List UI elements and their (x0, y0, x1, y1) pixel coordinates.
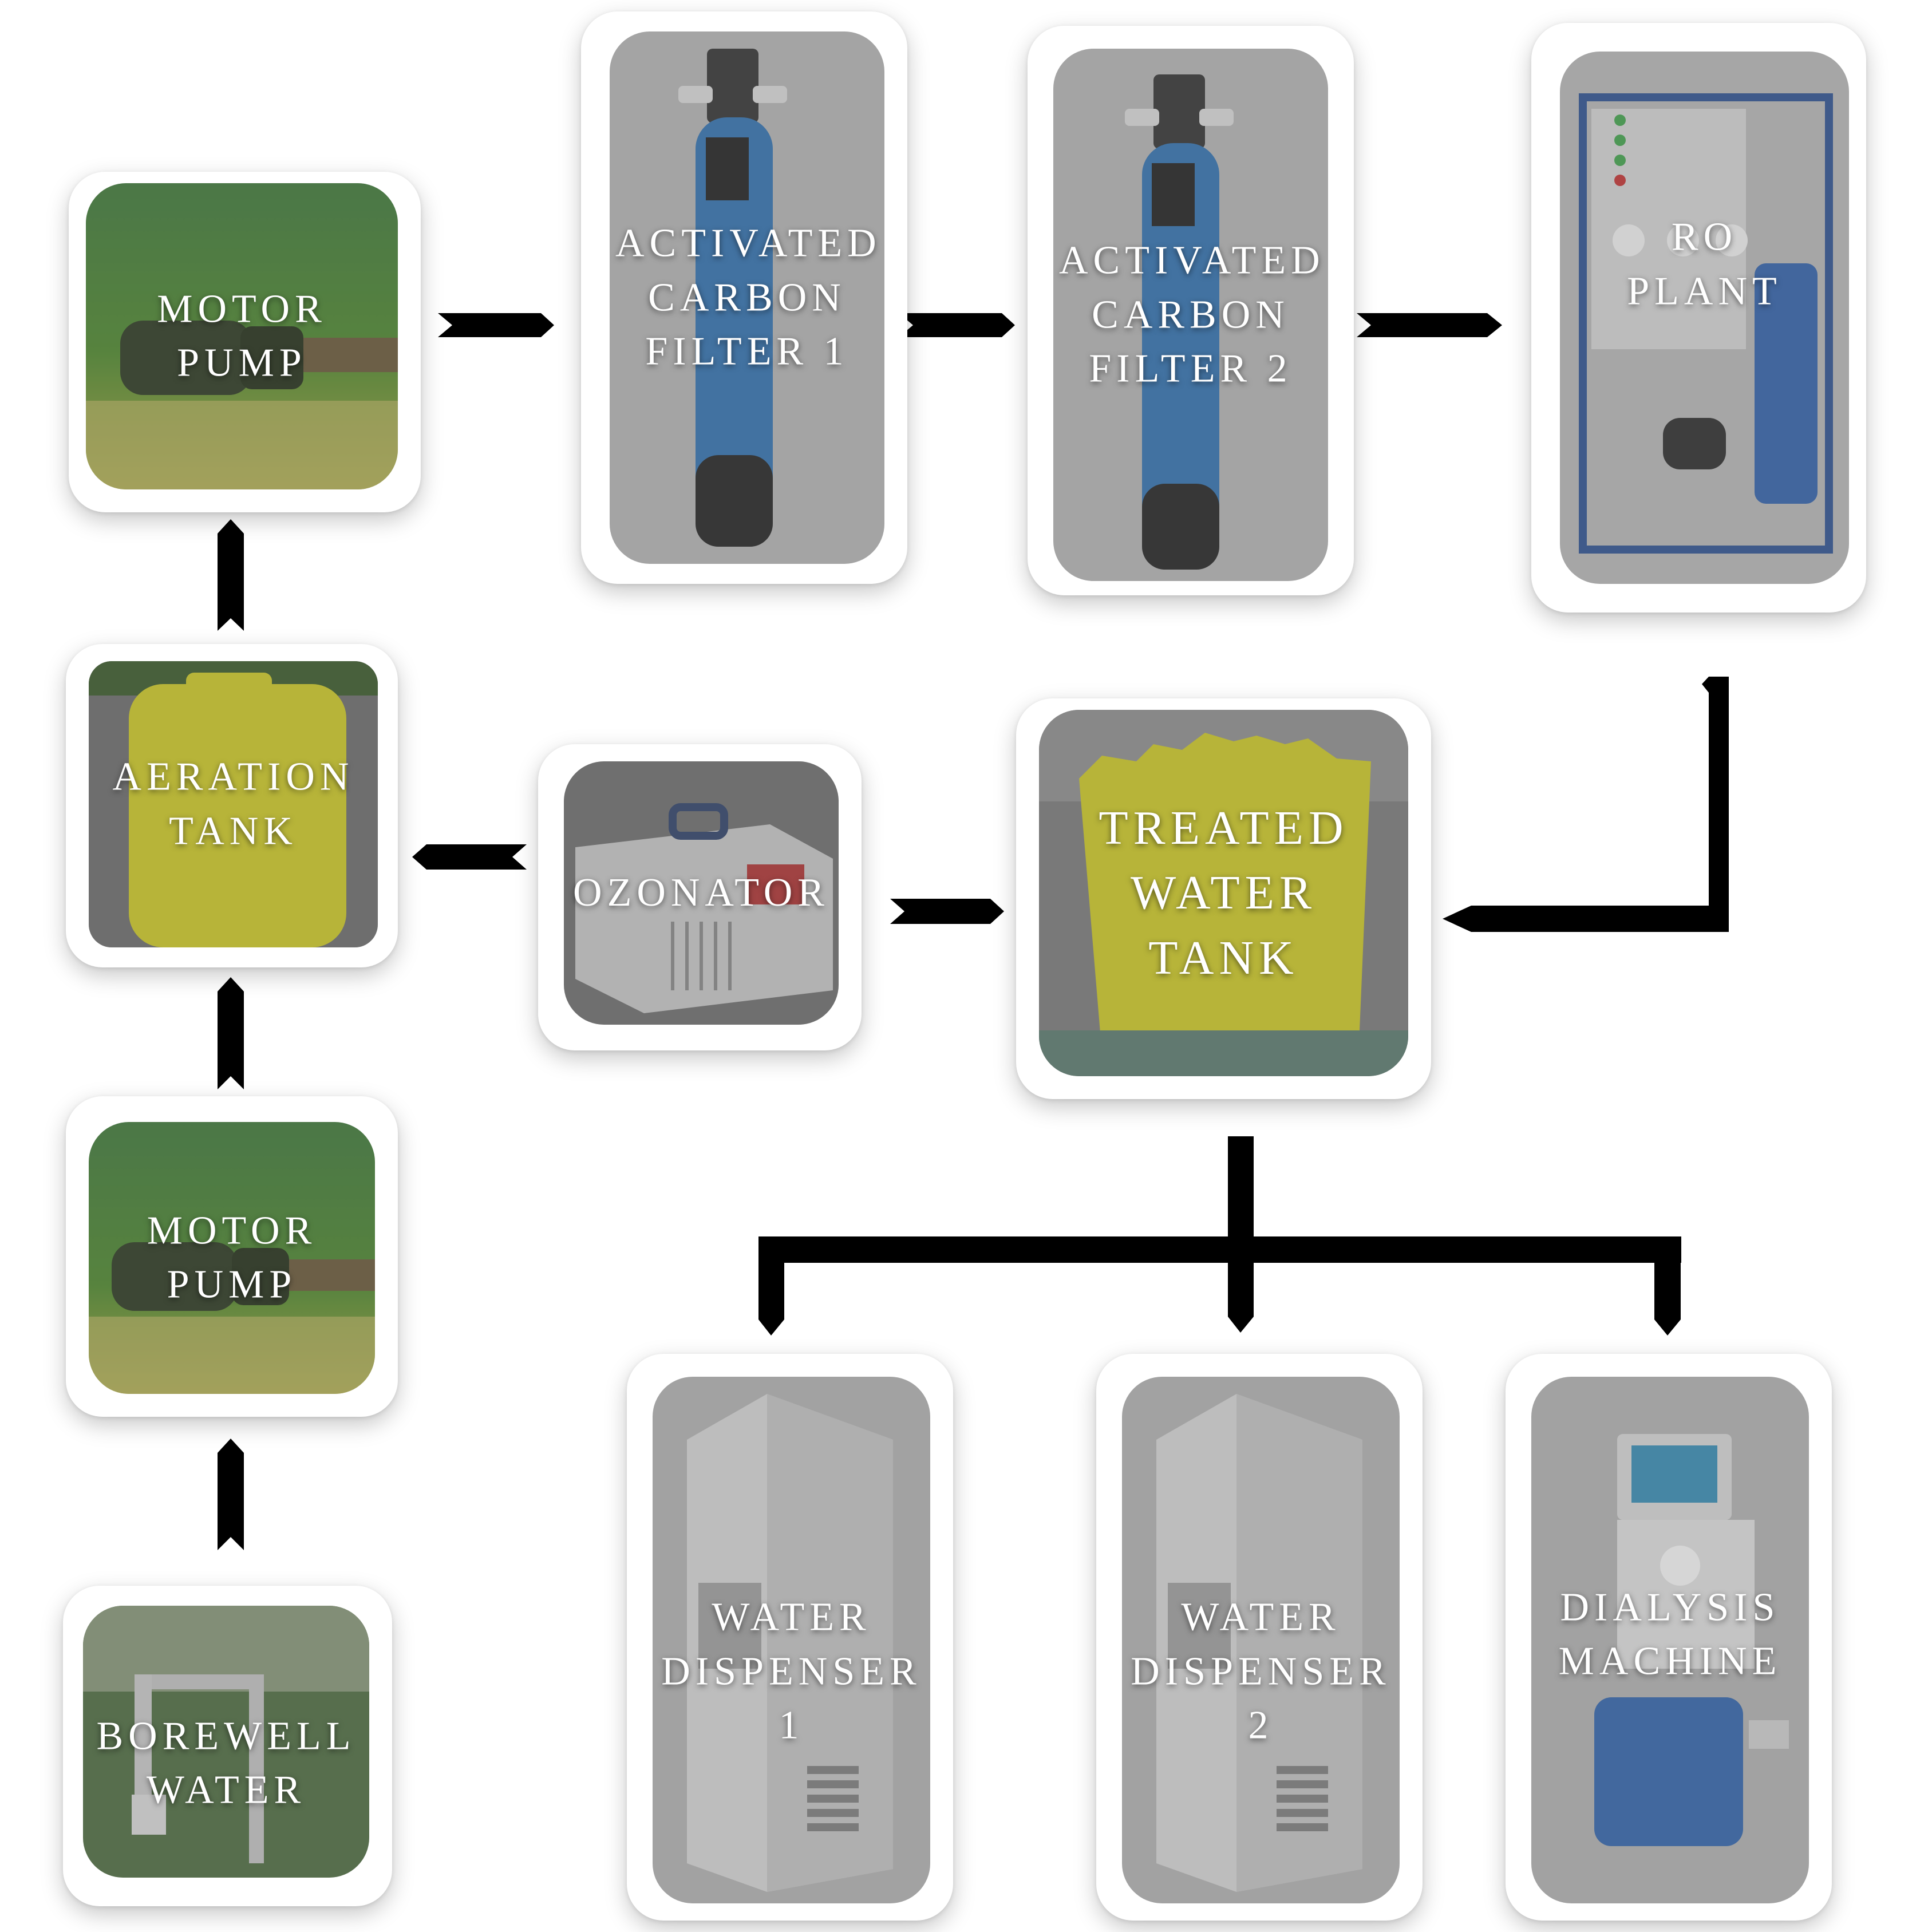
ro-plant-photo: RO PLANT (1560, 52, 1849, 584)
carbon-filter-1-photo: ACTIVATED CARBON FILTER 1 (610, 31, 884, 564)
carbon-filter-2-photo: ACTIVATED CARBON FILTER 2 (1053, 49, 1328, 581)
label-line: WATER (146, 1768, 306, 1812)
arrow-ozonator-to-tank (890, 899, 1004, 924)
arrow-filter1-to-filter2 (899, 313, 1015, 337)
label-line: MACHINE (1558, 1639, 1782, 1684)
ro-plant-label: RO PLANT (1560, 211, 1849, 319)
ro-plant-icon (1560, 52, 1849, 584)
label-line: MOTOR (157, 287, 327, 331)
arrow-pump-to-aeration (218, 977, 244, 1089)
label-line: AERATION (112, 754, 354, 799)
label-line: FILTER 2 (1089, 346, 1293, 391)
motor-pump-top-photo: MOTOR PUMP (86, 183, 398, 489)
carbon-filter-icon (1053, 49, 1328, 581)
motor-pump-icon (86, 183, 398, 489)
aeration-tank-photo: AERATION TANK (89, 661, 378, 947)
label-line: OZONATOR (573, 870, 829, 915)
ozonator-icon (564, 761, 839, 1025)
motor-pump-icon (89, 1122, 375, 1394)
water-dispenser-icon (1122, 1377, 1400, 1903)
label-line: DIALYSIS (1560, 1585, 1780, 1630)
water-dispenser-1-label: WATER DISPENSER 1 (653, 1590, 930, 1753)
label-line: ACTIVATED (1059, 238, 1325, 283)
label-line: ACTIVATED (615, 221, 882, 266)
label-line: PUMP (177, 341, 307, 385)
water-dispenser-icon (653, 1377, 930, 1903)
treated-water-tank-photo: TREATED WATER TANK (1039, 710, 1408, 1076)
dialysis-machine-icon (1531, 1377, 1809, 1903)
water-dispenser-2-label: WATER DISPENSER 2 (1122, 1590, 1400, 1753)
borewell-water-photo: BOREWELL WATER (83, 1606, 369, 1878)
arrow-filter2-to-ro (1357, 313, 1502, 337)
label-line: TANK (1148, 931, 1299, 985)
carbon-filter-2-label: ACTIVATED CARBON FILTER 2 (1053, 234, 1328, 396)
dialysis-machine-photo: DIALYSIS MACHINE (1531, 1377, 1809, 1903)
borewell-icon (83, 1606, 369, 1878)
motor-pump-top-label: MOTOR PUMP (86, 282, 398, 390)
arrow-ro-to-tank (1443, 677, 1729, 932)
water-tank-icon (89, 661, 378, 947)
label-line: DISPENSER (661, 1649, 922, 1693)
ozonator-label: OZONATOR (564, 866, 839, 920)
label-line: BOREWELL (96, 1714, 356, 1758)
arrow-tank-branch-bar (758, 1236, 1681, 1263)
motor-pump-bottom-photo: MOTOR PUMP (89, 1122, 375, 1394)
label-line: 1 (779, 1703, 804, 1748)
label-line: DISPENSER (1131, 1649, 1391, 1693)
arrow-aeration-to-pump (218, 519, 244, 631)
water-dispenser-1-photo: WATER DISPENSER 1 (653, 1377, 930, 1903)
arrow-pump-to-filter1 (438, 313, 554, 337)
label-line: PUMP (167, 1262, 297, 1307)
aeration-tank-label: AERATION TANK (89, 750, 378, 859)
label-line: WATER (1131, 866, 1317, 920)
label-line: 2 (1248, 1703, 1274, 1748)
label-line: CARBON (1092, 292, 1290, 337)
label-line: PLANT (1627, 269, 1782, 313)
label-line: CARBON (648, 275, 846, 319)
dialysis-machine-label: DIALYSIS MACHINE (1531, 1581, 1809, 1689)
carbon-filter-icon (610, 31, 884, 564)
label-line: WATER (712, 1595, 871, 1639)
carbon-filter-1-label: ACTIVATED CARBON FILTER 1 (610, 216, 884, 379)
arrow-tank-to-dispenser1 (758, 1236, 784, 1336)
label-line: MOTOR (147, 1208, 317, 1253)
borewell-water-label: BOREWELL WATER (83, 1709, 369, 1818)
label-line: FILTER 1 (645, 329, 849, 374)
water-tank-icon (1039, 710, 1408, 1076)
treated-water-tank-label: TREATED WATER TANK (1039, 796, 1408, 990)
label-line: TANK (169, 809, 298, 853)
motor-pump-bottom-label: MOTOR PUMP (89, 1204, 375, 1312)
arrow-ozonator-to-aeration (412, 844, 527, 870)
arrow-tank-stem (1228, 1136, 1254, 1333)
arrow-borewell-to-pump (218, 1439, 244, 1550)
water-dispenser-2-photo: WATER DISPENSER 2 (1122, 1377, 1400, 1903)
ozonator-photo: OZONATOR (564, 761, 839, 1025)
arrow-tank-to-dialysis (1654, 1236, 1681, 1336)
label-line: RO (1671, 215, 1738, 259)
label-line: WATER (1181, 1595, 1341, 1639)
label-line: TREATED (1099, 801, 1349, 855)
